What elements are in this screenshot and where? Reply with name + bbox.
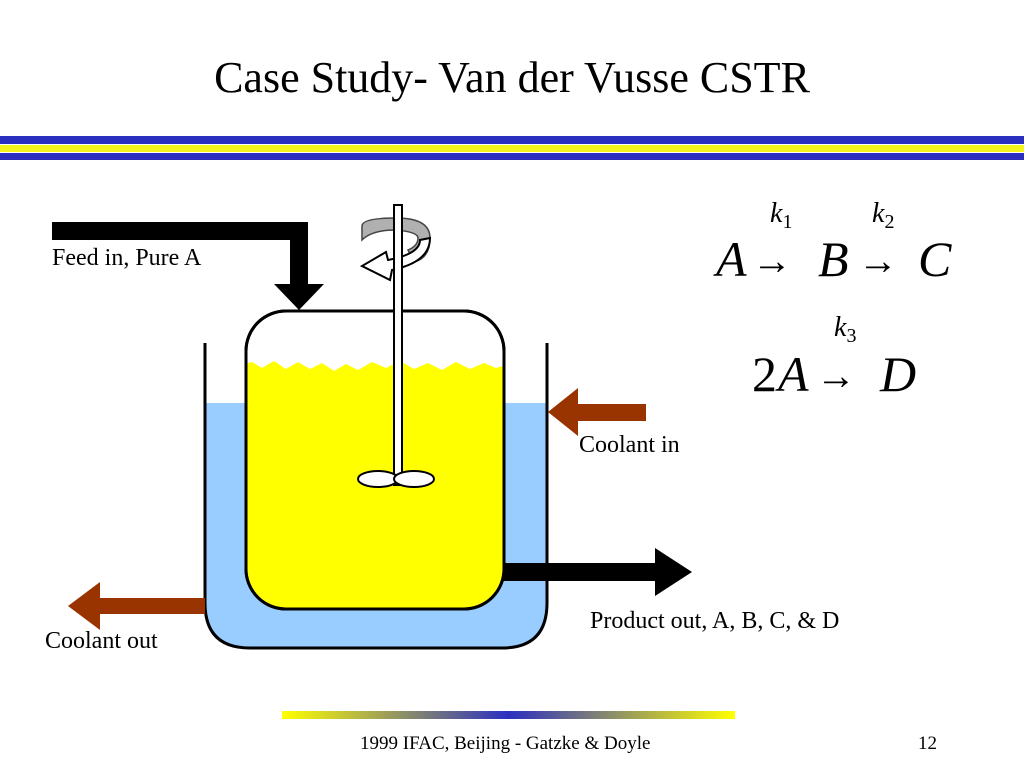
slide-title: Case Study- Van der Vusse CSTR [214, 53, 810, 102]
reaction-arrow-1: → [752, 238, 792, 283]
stoichiometric-coefficient: 2 [752, 346, 777, 402]
coolant-in-shaft [576, 404, 646, 421]
page-number: 12 [918, 733, 937, 754]
product-out-arrowhead [655, 548, 692, 596]
rate-constant-k1: k1 [770, 198, 792, 233]
feed-label: Feed in, Pure A [52, 245, 202, 271]
species-B: B [818, 231, 849, 287]
coolant-in-arrowhead [548, 388, 578, 436]
species-A-1: A [713, 231, 747, 287]
rate-constant-k2: k2 [872, 198, 894, 233]
footer-citation: 1999 IFAC, Beijing - Gatzke & Doyle [360, 733, 651, 754]
header-stripe-yellow [0, 145, 1024, 152]
product-out-pipe [500, 563, 665, 581]
footer-gradient-bar [282, 711, 735, 719]
species-A-2: A [775, 346, 809, 402]
header-stripe-blue-bottom [0, 153, 1024, 160]
coolant-out-label: Coolant out [45, 628, 158, 654]
stirrer-shaft [393, 204, 403, 486]
coolant-out-arrowhead [68, 582, 100, 630]
reaction-arrow-2: → [858, 238, 898, 283]
reaction-2: k3 2 A → D [752, 312, 916, 402]
rate-constant-k3: k3 [834, 312, 856, 347]
reaction-1: k1 k2 A → B → C [713, 198, 952, 287]
feed-pipe-horizontal [52, 222, 308, 240]
coolant-jacket-wall [203, 343, 549, 650]
reaction-arrow-3: → [816, 353, 856, 398]
coolant-out-shaft [98, 598, 205, 614]
species-D: D [879, 346, 916, 402]
feed-arrowhead [274, 284, 324, 310]
reactor-vessel-outline [244, 309, 506, 611]
coolant-in-label: Coolant in [579, 432, 680, 458]
feed-pipe-vertical [290, 222, 308, 288]
header-stripe-blue-top [0, 136, 1024, 144]
species-C: C [918, 231, 952, 287]
product-out-label: Product out, A, B, C, & D [590, 608, 840, 634]
impeller-blade-left [357, 470, 399, 488]
impeller-blade-right [393, 470, 435, 488]
